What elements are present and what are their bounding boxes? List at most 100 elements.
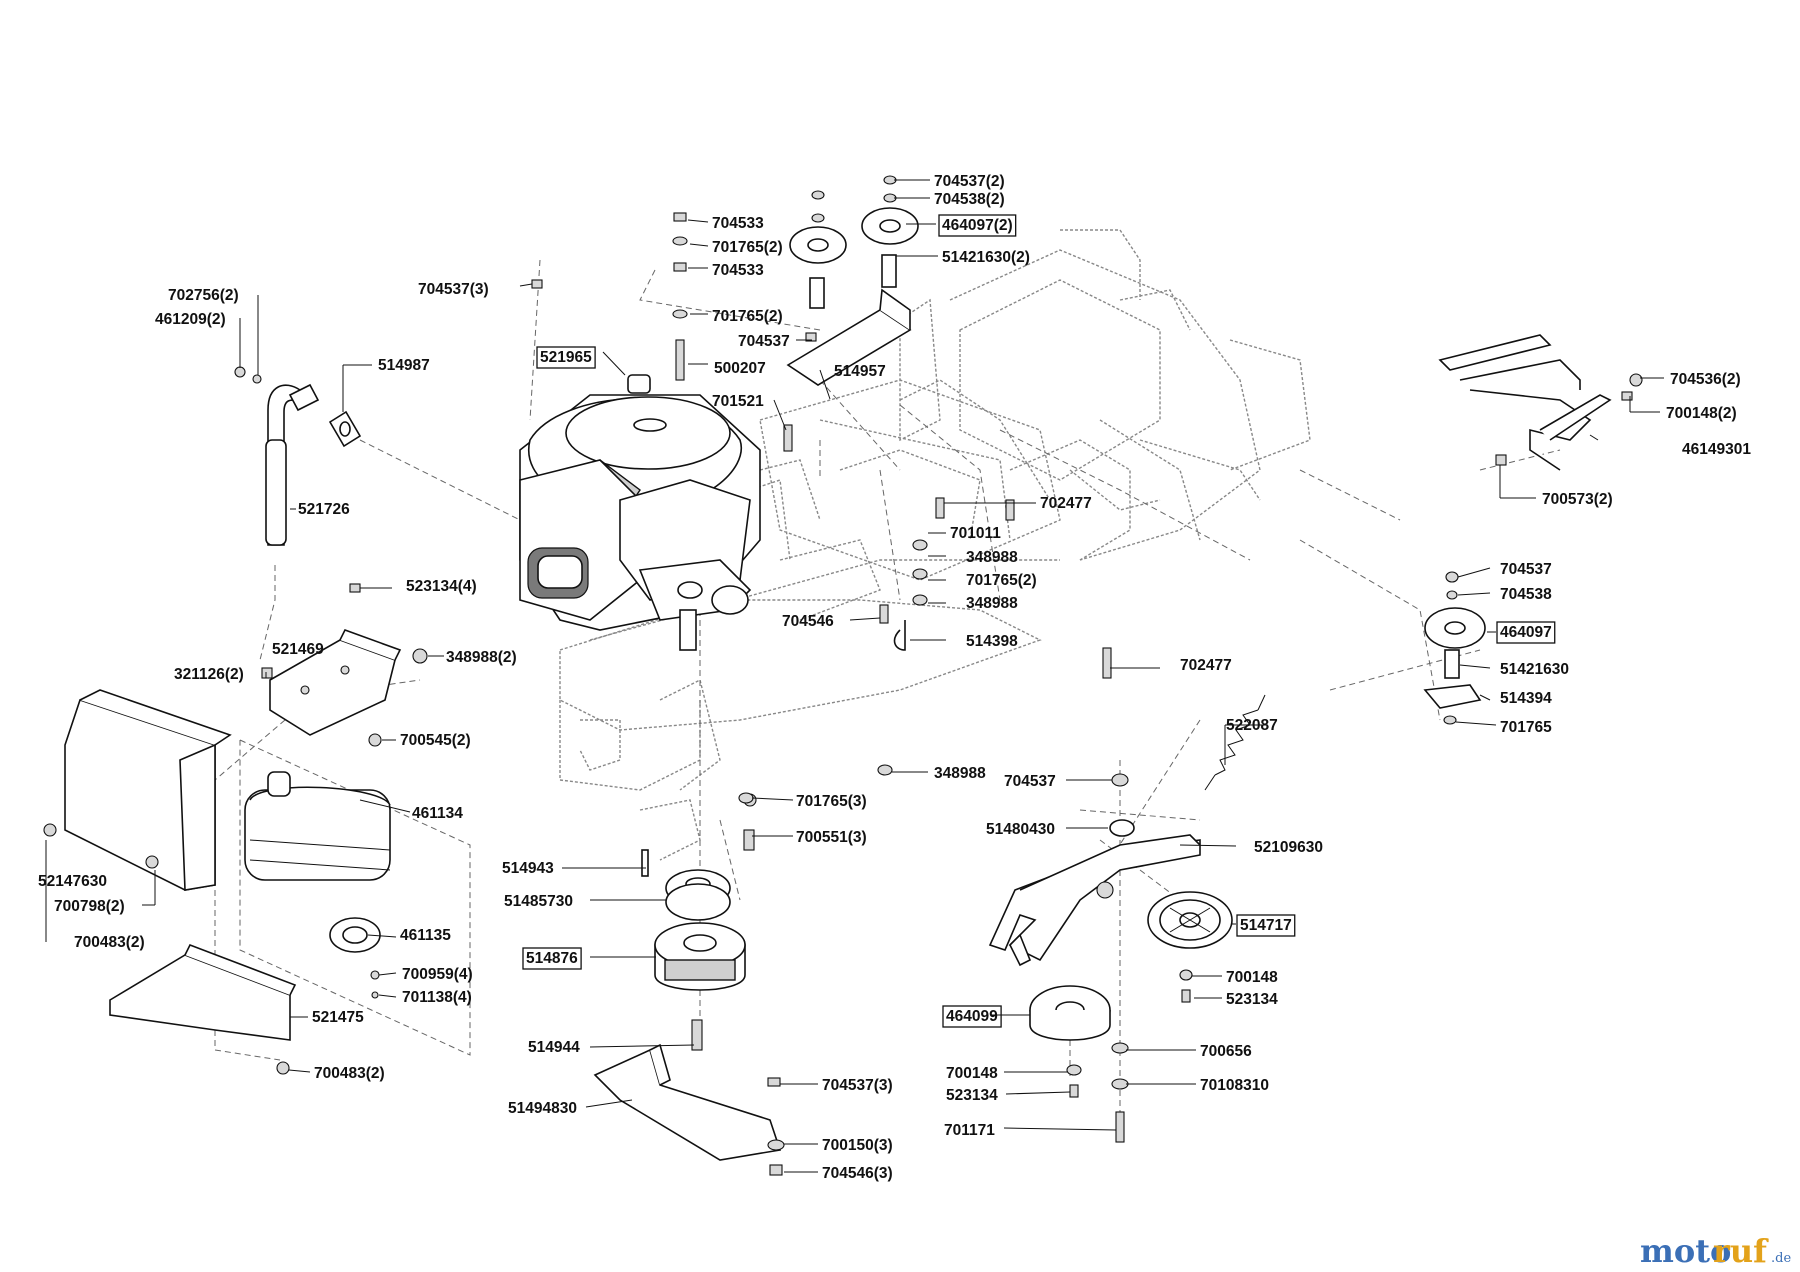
part-label-l12[interactable]: 702756(2): [168, 287, 239, 304]
part-label-l36[interactable]: 704537: [1500, 561, 1552, 578]
flange-461135[interactable]: [329, 917, 381, 999]
part-label-l42[interactable]: 522087: [1226, 717, 1278, 734]
part-label-l54[interactable]: 461135: [400, 927, 451, 944]
bracket-46149301[interactable]: [1438, 334, 1643, 471]
part-label-l20[interactable]: 701011: [950, 525, 1001, 542]
part-label-l33[interactable]: 700148(2): [1666, 405, 1737, 422]
part-label-l50[interactable]: 514943: [502, 860, 554, 877]
part-label-l07[interactable]: 704533: [712, 262, 764, 279]
part-label-l63[interactable]: 464099: [942, 1005, 1002, 1028]
part-label-l26[interactable]: 523134(4): [406, 578, 477, 595]
part-label-l51[interactable]: 52147630: [38, 873, 107, 890]
part-label-l23[interactable]: 348988: [966, 595, 1018, 612]
part-label-l56[interactable]: 514717: [1236, 914, 1296, 937]
part-number-text: 704546: [782, 613, 834, 630]
part-label-l65[interactable]: 700656: [1200, 1043, 1252, 1060]
part-number-text: 514943: [502, 860, 554, 877]
part-label-l74[interactable]: 704546(3): [822, 1165, 893, 1182]
part-number-text: 700798(2): [54, 898, 125, 915]
part-label-l32[interactable]: 704536(2): [1670, 371, 1741, 388]
part-number-text: 348988(2): [446, 649, 517, 666]
part-label-l52[interactable]: 51485730: [504, 893, 573, 910]
part-label-l68[interactable]: 523134: [946, 1087, 998, 1104]
part-label-l14[interactable]: 514987: [378, 357, 430, 374]
plate-521475[interactable]: [109, 943, 297, 1075]
part-label-l47[interactable]: 700551(3): [796, 829, 867, 846]
part-label-l21[interactable]: 348988: [966, 549, 1018, 566]
part-number-text: 500207: [714, 360, 766, 377]
pulley-464097-right[interactable]: [1423, 571, 1486, 725]
part-label-l16[interactable]: 500207: [714, 360, 766, 377]
part-label-l61[interactable]: 523134: [1226, 991, 1278, 1008]
part-label-l05[interactable]: 704533: [712, 215, 764, 232]
part-label-l70[interactable]: 700483(2): [314, 1065, 385, 1082]
part-label-l08[interactable]: 701765(2): [712, 308, 783, 325]
pto-clutch-stack[interactable]: [641, 792, 757, 1051]
part-label-l09[interactable]: 704537: [738, 333, 790, 350]
part-label-l22[interactable]: 701765(2): [966, 572, 1037, 589]
part-label-l30[interactable]: 700545(2): [400, 732, 471, 749]
part-number-text: 51485730: [504, 893, 573, 910]
part-label-l49[interactable]: 52109630: [1254, 839, 1323, 856]
part-label-l13[interactable]: 461209(2): [155, 311, 226, 328]
muffler-461134[interactable]: [244, 771, 391, 881]
part-label-l40[interactable]: 514394: [1500, 690, 1552, 707]
bracket-521469[interactable]: [261, 583, 428, 747]
part-label-l25[interactable]: 514398: [966, 633, 1018, 650]
part-label-l62[interactable]: 521475: [312, 1009, 364, 1026]
part-label-l24[interactable]: 704546: [782, 613, 834, 630]
part-label-l43[interactable]: 348988: [934, 765, 986, 782]
part-number-text: 704538: [1500, 586, 1552, 603]
part-label-l48[interactable]: 51480430: [986, 821, 1055, 838]
part-label-l67[interactable]: 704537(3): [822, 1077, 893, 1094]
gasket-514987[interactable]: [328, 410, 362, 448]
exhaust-pipe-521726[interactable]: [265, 383, 320, 546]
spring-522087[interactable]: [1204, 694, 1266, 791]
part-label-l06[interactable]: 701765(2): [712, 239, 783, 256]
heat-shield-52147630[interactable]: [43, 689, 232, 891]
part-label-l46[interactable]: 461134: [412, 805, 463, 822]
idler-pulleys-top[interactable]: [789, 175, 919, 309]
part-label-l01[interactable]: 704537(2): [934, 173, 1005, 190]
part-label-l55[interactable]: 700483(2): [74, 934, 145, 951]
part-number-text: 701171: [944, 1122, 995, 1139]
part-label-l44[interactable]: 704537: [1004, 773, 1056, 790]
part-label-l31[interactable]: 702477: [1180, 657, 1232, 674]
part-label-l10[interactable]: 514957: [834, 363, 886, 380]
part-label-l57[interactable]: 514876: [522, 947, 582, 970]
part-label-l45[interactable]: 701765(3): [796, 793, 867, 810]
part-label-l29[interactable]: 321126(2): [174, 666, 244, 683]
part-label-l34[interactable]: 46149301: [1682, 441, 1751, 458]
part-label-l72[interactable]: 700150(3): [822, 1137, 893, 1154]
part-label-l18[interactable]: 521726: [298, 501, 350, 518]
part-label-l35[interactable]: 700573(2): [1542, 491, 1613, 508]
idler-arm-52109630[interactable]: [988, 834, 1201, 967]
bracket-51494830[interactable]: [593, 1043, 785, 1176]
part-label-l03[interactable]: 464097(2): [938, 214, 1017, 237]
part-label-l04[interactable]: 51421630(2): [942, 249, 1030, 266]
part-label-l73[interactable]: 701171: [944, 1122, 995, 1139]
part-label-l17[interactable]: 701521: [712, 393, 764, 410]
part-label-l66[interactable]: 700148: [946, 1065, 998, 1082]
part-label-l64[interactable]: 514944: [528, 1039, 580, 1056]
part-label-l27[interactable]: 521469: [272, 641, 324, 658]
part-label-l41[interactable]: 701765: [1500, 719, 1552, 736]
part-label-l71[interactable]: 51494830: [508, 1100, 577, 1117]
bracket-514957[interactable]: [786, 288, 912, 386]
pulley-464099[interactable]: [1029, 985, 1111, 1041]
part-label-l39[interactable]: 51421630: [1500, 661, 1569, 678]
part-label-l53[interactable]: 700798(2): [54, 898, 125, 915]
pulley-514717[interactable]: [1147, 891, 1233, 949]
part-label-l37[interactable]: 704538: [1500, 586, 1552, 603]
part-label-l11[interactable]: 704537(3): [418, 281, 489, 298]
part-label-l19[interactable]: 702477: [1040, 495, 1092, 512]
part-label-l60[interactable]: 700148: [1226, 969, 1278, 986]
part-label-l28[interactable]: 348988(2): [446, 649, 517, 666]
part-label-l15[interactable]: 521965: [536, 346, 596, 369]
engine-521965[interactable]: [519, 374, 761, 651]
part-label-l59[interactable]: 701138(4): [402, 989, 472, 1006]
part-label-l02[interactable]: 704538(2): [934, 191, 1005, 208]
part-label-l69[interactable]: 70108310: [1200, 1077, 1269, 1094]
part-label-l58[interactable]: 700959(4): [402, 966, 473, 983]
part-label-l38[interactable]: 464097: [1496, 621, 1556, 644]
